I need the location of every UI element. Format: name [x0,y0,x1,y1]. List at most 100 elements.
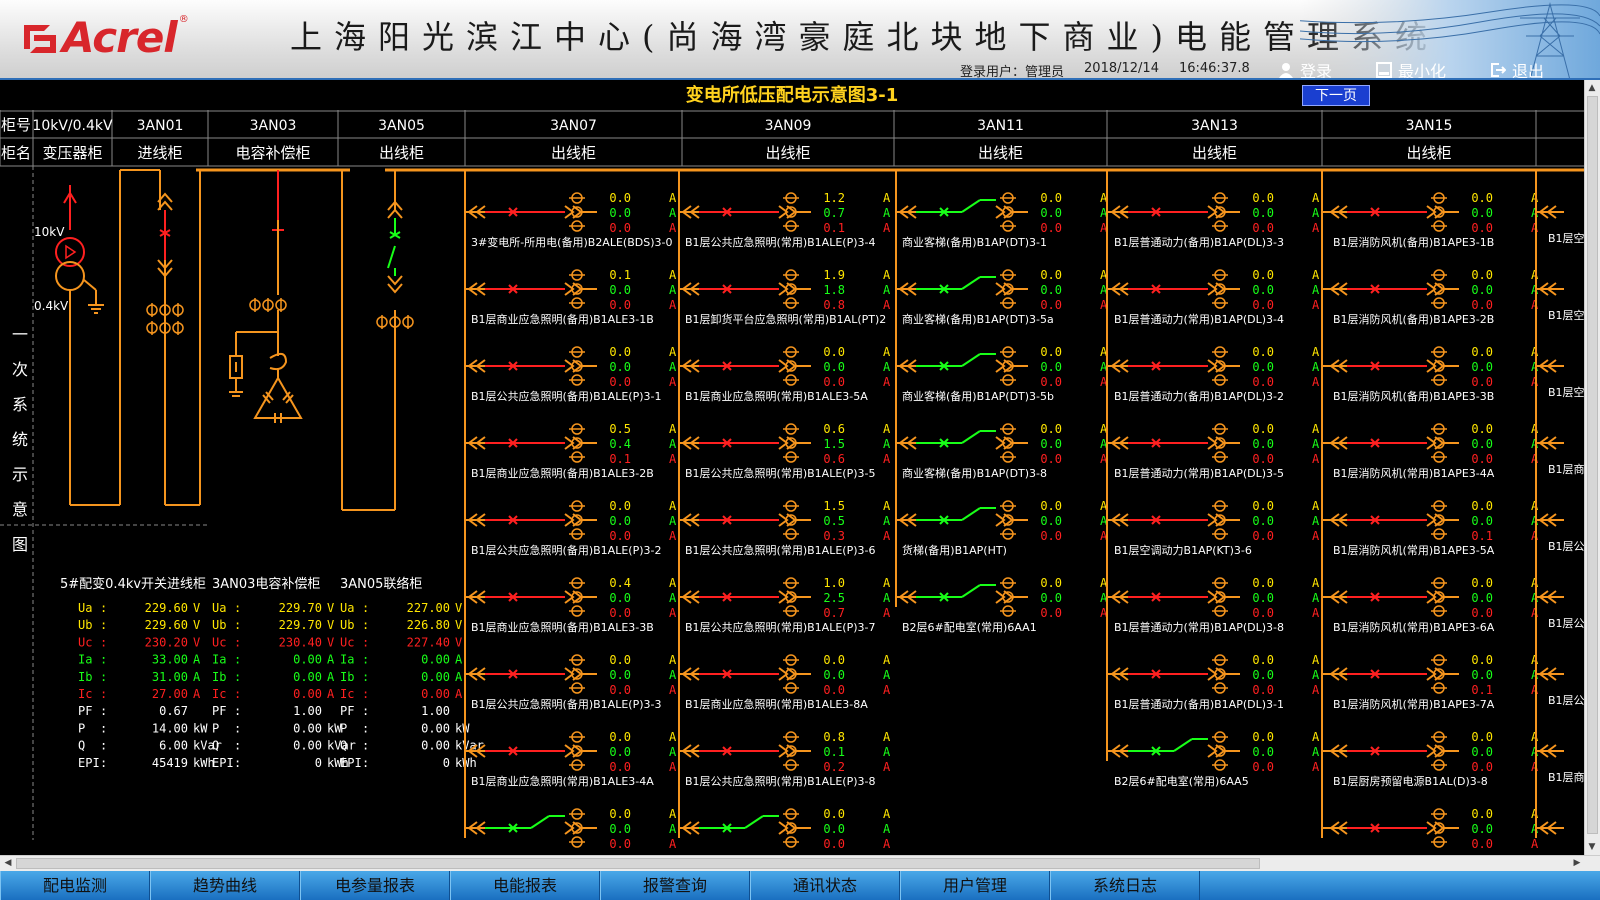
unit-c: A [883,221,891,235]
feeder-label: B1层公共应急照明(常用)B1ALE(P)3-7 [685,620,875,634]
current-a: 0.0 [609,653,631,667]
nav-param-report[interactable]: 电参量报表 [300,871,450,900]
breaker-mark [1151,284,1161,294]
unit-b: A [883,514,891,528]
login-button[interactable]: 登录 [1278,58,1332,78]
current-a: 0.0 [1471,730,1493,744]
next-page-button[interactable]: 下一页 [1302,85,1370,106]
nav-system-log[interactable]: 系统日志 [1050,871,1200,900]
current-c: 0.0 [1471,452,1493,466]
ct-symbol [785,283,797,295]
nav-comm-status[interactable]: 通讯状态 [750,871,900,900]
exit-button[interactable]: 退出 [1490,58,1544,78]
panel-label: Ib [78,670,92,684]
nav-trend[interactable]: 趋势曲线 [150,871,300,900]
breaker-mark [722,207,732,217]
current-a: 0.0 [1252,576,1274,590]
feeder-label: B1层公 [1548,617,1584,630]
panel-colon: : [362,756,369,770]
feeder-label: B1层公共应急照明(常用)B1ALE(P)3-6 [685,543,875,557]
chevron-icon [1110,590,1129,604]
horizontal-scrollbar[interactable]: ◀ ▶ [0,855,1600,871]
unit-b: A [883,745,891,759]
scroll-left-icon[interactable]: ◀ [4,858,12,868]
horizontal-scroll-thumb[interactable] [16,858,1260,869]
vertical-scrollbar[interactable]: ▲ ▼ [1584,80,1600,855]
feeder-label: B2层6#配电室(常用)6AA1 [902,620,1037,634]
chevron-icon [467,436,486,450]
current-b: 0.0 [609,591,631,605]
nav-monitoring[interactable]: 配电监测 [0,871,150,900]
feeder-label: B1层公 [1548,694,1584,707]
breaker-mark [508,592,518,602]
unit-a: A [1100,345,1108,359]
current-c: 0.0 [1040,606,1062,620]
chevron-icon [467,513,486,527]
breaker-mark [1151,207,1161,217]
tie-cabinet [341,170,414,511]
unit-c: A [669,298,677,312]
ct-symbol [571,822,583,834]
panel-value: 0.67 [159,704,188,718]
cabinet-name: 进线柜 [137,144,182,162]
current-c: 0.0 [1471,837,1493,851]
breaker-open [961,430,981,444]
nav-user-mgmt[interactable]: 用户管理 [900,871,1050,900]
chevron-icon [681,205,700,219]
nav-energy-report[interactable]: 电能报表 [450,871,600,900]
current-c: 0.0 [1252,529,1274,543]
current-b: 0.0 [1471,514,1493,528]
panel-unit: A [327,670,335,684]
breaker-mark [508,746,518,756]
breaker-mark [1151,746,1161,756]
panel-value: 227.00 [407,601,450,615]
cabinet-no: 3AN07 [550,118,597,134]
current-c: 0.0 [1252,298,1274,312]
vertical-scroll-thumb[interactable] [1587,96,1598,834]
ct-symbol [785,360,797,372]
minimize-button[interactable]: 最小化 [1376,58,1446,78]
panel-label: PF [212,704,226,718]
feeder-label: B1层商业应急照明(备用)B1ALE3-2B [471,466,654,480]
unit-c: A [669,221,677,235]
unit-b: A [1100,206,1108,220]
panel-value: 229.70 [279,618,322,632]
panel-colon: : [362,721,369,735]
scroll-right-icon[interactable]: ▶ [1573,858,1581,868]
unit-b: A [1312,437,1320,451]
exit-icon [1491,63,1507,77]
chevron-icon [1538,821,1557,835]
feeder-label: B1层商业应急照明(常用)B1ALE3-5A [685,389,868,403]
current-c: 0.0 [1252,760,1274,774]
current-date: 2018/12/14 [1084,61,1159,76]
current-c: 0.0 [1040,452,1062,466]
scroll-down-icon[interactable]: ▼ [1588,842,1596,852]
current-b: 0.0 [1471,437,1493,451]
ct-symbol [1433,668,1445,680]
current-b: 0.0 [1471,745,1493,759]
unit-a: A [669,653,677,667]
scroll-up-icon[interactable]: ▲ [1588,83,1596,93]
chevron-icon [1329,359,1348,373]
acrel-logo-mark-icon [24,25,56,53]
panel-colon: : [234,704,241,718]
ct-symbol [1002,206,1014,218]
panel-colon: : [234,756,241,770]
panel-unit: V [455,601,462,615]
current-a: 0.0 [1040,191,1062,205]
cabinet-no: 3AN01 [137,118,184,134]
nav-alarm[interactable]: 报警查询 [600,871,750,900]
chevron-icon [1329,667,1348,681]
breaker-mark [1151,515,1161,525]
unit-a: A [883,422,891,436]
info-bar: 登录用户：管理员 2018/12/14 16:46:37.8 [960,61,1250,78]
unit-c: A [1312,375,1320,389]
current-c: 0.0 [1471,760,1493,774]
